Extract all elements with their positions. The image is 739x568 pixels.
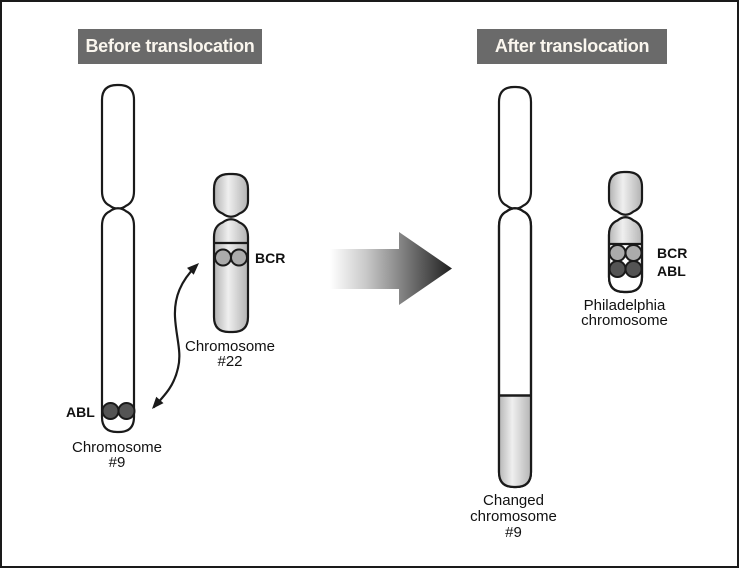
- before-translocation-header: Before translocation: [78, 29, 262, 64]
- philadelphia-abl-label: ABL: [657, 263, 686, 279]
- after-translocation-header: After translocation: [477, 29, 667, 64]
- philadelphia-top-arm: [607, 170, 644, 216]
- changed-chromosome-9-caption: Changed chromosome #9: [470, 492, 557, 541]
- chromosome-22-top-arm: [212, 172, 250, 218]
- philadelphia-abl-dot-right: [624, 260, 643, 278]
- bcr-gene-dot-right: [230, 248, 248, 267]
- changed-chromosome-9-top-arm: [497, 85, 533, 210]
- chromosome-22-caption: Chromosome #22: [184, 338, 276, 370]
- abl-gene-dot-left: [101, 402, 120, 420]
- chromosome-9-caption: Chromosome #9: [71, 439, 163, 471]
- changed-chromosome-9-bottom-arm-outline: [497, 207, 533, 489]
- philadelphia-bcr-dot-right: [624, 244, 643, 262]
- abl-gene-dot-right: [117, 402, 136, 420]
- chromosome-9-bottom-arm: [100, 207, 136, 434]
- philadelphia-chromosome-caption: Philadelphia chromosome: [581, 297, 668, 329]
- chromosome-9-top-arm: [100, 83, 136, 210]
- translocated-bcr-segment: [499, 395, 531, 487]
- exchange-arrow-curve: [152, 264, 198, 409]
- translocation-arrow: [330, 232, 452, 305]
- exchange-arrow-head-top: [187, 263, 199, 275]
- bcr-gene-label: BCR: [255, 250, 286, 266]
- abl-gene-label: ABL: [66, 404, 95, 420]
- exchange-arrow-head-bottom: [152, 396, 164, 409]
- philadelphia-bcr-dot-left: [608, 244, 627, 262]
- philadelphia-bcr-label: BCR: [657, 245, 688, 261]
- bcr-gene-dot-left: [214, 248, 232, 267]
- chromosome-22-bottom-arm: [212, 218, 250, 334]
- philadelphia-bottom-arm-outline: [607, 216, 644, 294]
- philadelphia-abl-dot-left: [608, 260, 627, 278]
